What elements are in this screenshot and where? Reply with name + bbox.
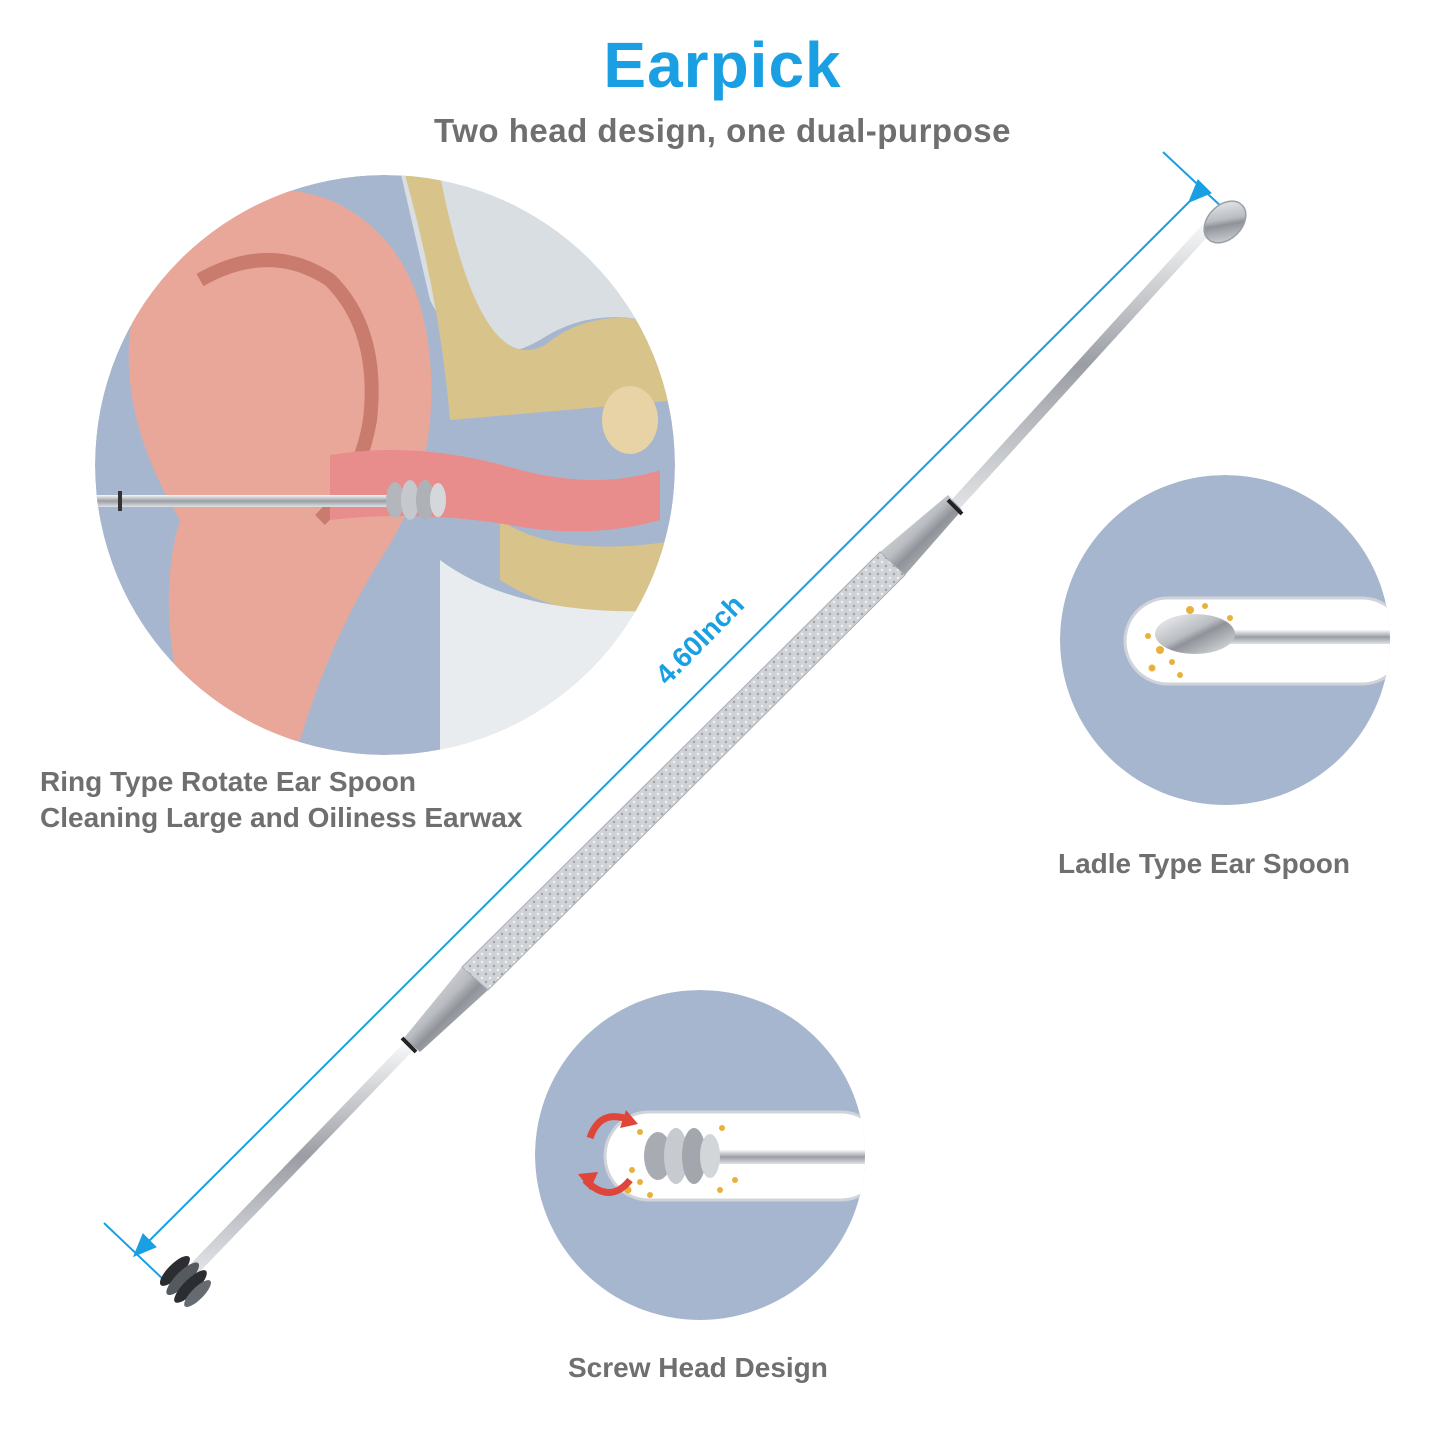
page-subtitle: Two head design, one dual-purpose (434, 112, 1011, 149)
ring-caption-line1: Ring Type Rotate Ear Spoon (40, 766, 416, 797)
ladle-spoon-caption: Ladle Type Ear Spoon (1058, 848, 1350, 879)
ring-caption-line2: Cleaning Large and Oiliness Earwax (40, 802, 523, 833)
screw-head-caption: Screw Head Design (568, 1352, 828, 1383)
page-title: Earpick (603, 29, 842, 101)
screw-detail-illustration (535, 990, 865, 1320)
ladle-detail-illustration (1060, 475, 1390, 805)
ring-head-in-ear (386, 480, 446, 520)
earpick-tool (159, 200, 1247, 1307)
ring-spoon-caption: Ring Type Rotate Ear Spoon Cleaning Larg… (40, 764, 522, 836)
ring-head (159, 1255, 211, 1307)
dimension-line (103, 151, 1226, 1283)
ear-anatomy-illustration (95, 175, 675, 755)
